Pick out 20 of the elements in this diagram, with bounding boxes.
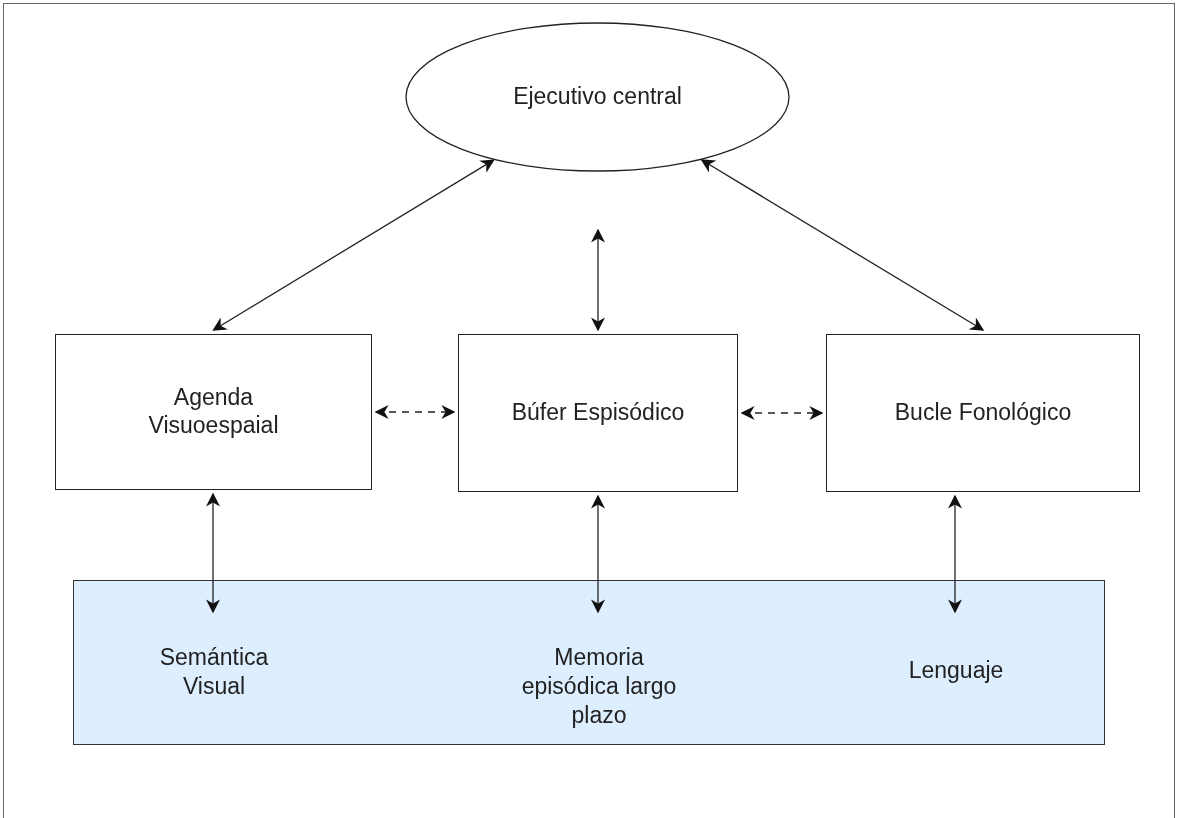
memory-label: Semántica Visual bbox=[144, 643, 284, 703]
process-box bbox=[458, 334, 738, 492]
arrow bbox=[740, 406, 824, 420]
arrow bbox=[948, 494, 962, 614]
arrow bbox=[700, 159, 985, 331]
memory-panel bbox=[73, 580, 1105, 745]
memory-label: Memoria episódica largo plazo bbox=[509, 643, 689, 733]
node-text: Búfer Espisódico bbox=[511, 399, 685, 427]
arrow bbox=[212, 159, 495, 331]
node-text: Agenda Visuoespaial bbox=[147, 384, 280, 440]
arrow bbox=[591, 228, 605, 332]
node-text: Ejecutivo central bbox=[513, 83, 682, 111]
node-text: Bucle Fonológico bbox=[894, 399, 1072, 427]
arrow bbox=[591, 494, 605, 614]
process-box bbox=[55, 334, 372, 490]
arrow bbox=[374, 405, 456, 419]
memory-label: Lenguaje bbox=[876, 656, 1036, 692]
process-ellipse bbox=[405, 22, 790, 172]
arrow bbox=[206, 492, 220, 614]
process-box bbox=[826, 334, 1140, 492]
